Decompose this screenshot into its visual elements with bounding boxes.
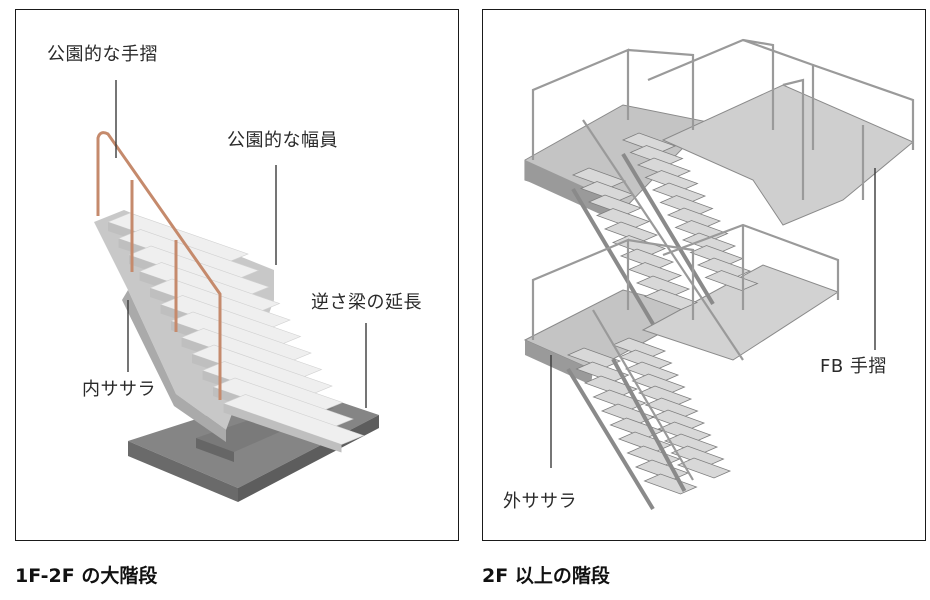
grand-staircase-panel: 公園的な手摺 公園的な幅員 逆さ梁の延長 内ササラ — [15, 9, 459, 541]
outer-stringer — [611, 358, 687, 492]
steel-staircase-illustration — [523, 38, 915, 511]
beam-label: 逆さ梁の延長 — [311, 292, 422, 313]
left-caption: 1F-2F の大階段 — [15, 565, 158, 587]
stair-treads — [107, 212, 365, 453]
landing-platforms — [523, 84, 914, 385]
leader-lines-right — [550, 168, 876, 468]
steel-tread — [643, 289, 699, 310]
steel-tread — [704, 270, 759, 291]
outer-stringer — [566, 367, 655, 511]
stair-tread — [222, 394, 365, 453]
stair-flights — [566, 132, 759, 511]
leader-lines — [115, 80, 367, 408]
handrail-label: 公園的な手摺 — [47, 44, 158, 65]
upper-staircase-panel: FB 手摺 外ササラ — [482, 9, 926, 541]
copper-handrail — [96, 131, 222, 400]
outer-stringer-label: 外ササラ — [503, 491, 577, 512]
grand-staircase-illustration — [94, 80, 379, 502]
outer-stringer — [621, 152, 715, 306]
steel-tread — [676, 457, 732, 479]
right-caption: 2F 以上の階段 — [482, 565, 610, 587]
stringer-label: 内ササラ — [82, 379, 156, 400]
fb-handrail-label: FB 手摺 — [820, 356, 887, 377]
width-label: 公園的な幅員 — [227, 130, 338, 151]
fb-handrails — [531, 38, 915, 481]
outer-stringer — [571, 187, 655, 326]
